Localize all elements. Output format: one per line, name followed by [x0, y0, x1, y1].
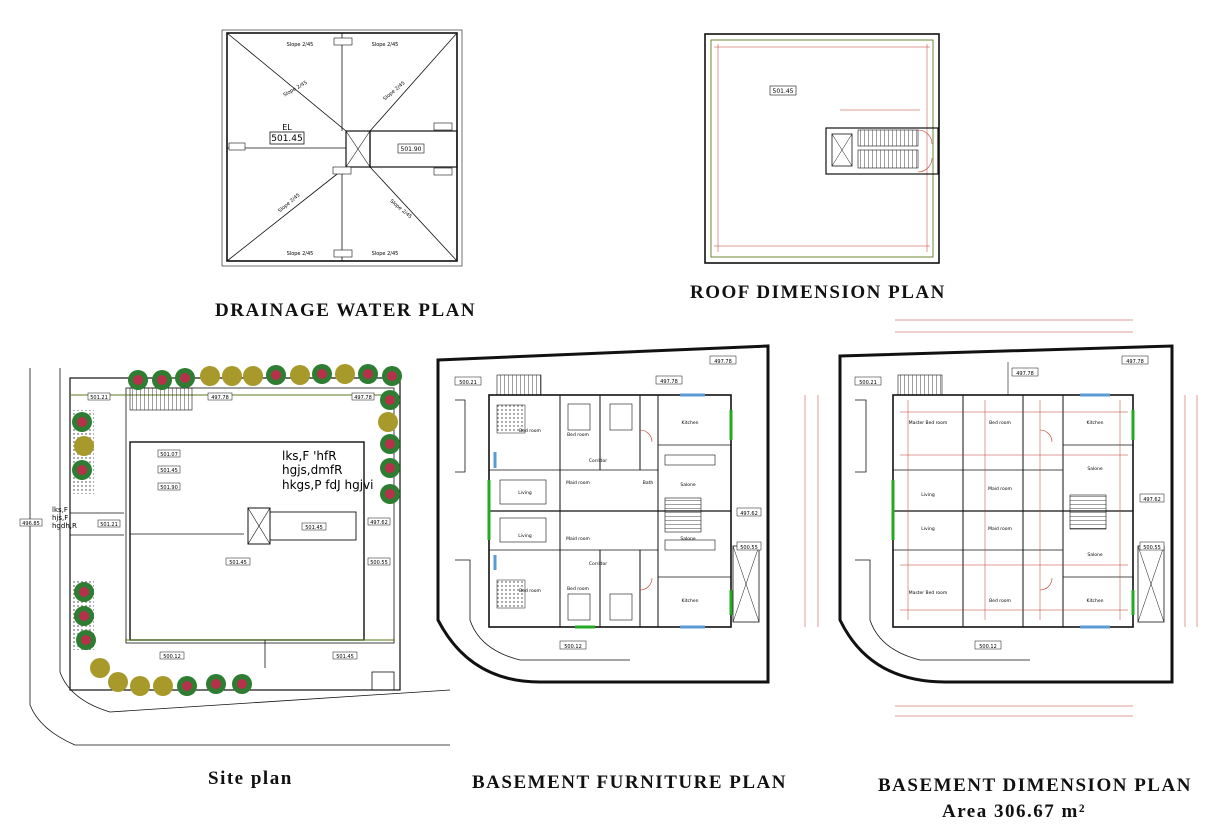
site-note-line: hgjs,dmfR	[282, 463, 343, 477]
site-plan-title: Site plan	[208, 768, 293, 789]
room-label: Salone	[680, 536, 695, 542]
drainage-plan-title: DRAINAGE WATER PLAN	[215, 300, 477, 321]
room-label: Bed room	[989, 420, 1011, 426]
drainage-level-label: EL	[282, 123, 292, 132]
room-label: Salone	[680, 482, 695, 488]
trees-bottom	[90, 658, 252, 696]
room-label: Maid room	[566, 536, 590, 542]
slope-label: Slope 2/45	[277, 192, 301, 214]
room-label: Bed room	[989, 598, 1011, 604]
drainage-level-value: 501.45	[271, 134, 303, 144]
level-tag: 501.90	[160, 485, 178, 491]
level-tag: 501.45	[160, 468, 178, 474]
room-label: Bath	[643, 480, 654, 486]
room-label: Living	[518, 490, 532, 496]
level-tag: 500.12	[163, 654, 181, 660]
slope-label: Slope 2/45	[287, 251, 314, 257]
room-label: Bed room	[519, 588, 541, 594]
site-side-note: hjs,F	[52, 514, 68, 522]
room-label: Salone	[1087, 466, 1102, 472]
level-tag: 497.62	[1143, 497, 1161, 503]
level-tag: 500.55	[370, 560, 388, 566]
roof-level-value: 501.45	[773, 88, 794, 95]
level-tag: 501.21	[90, 395, 108, 401]
level-tag: 500.55	[1143, 545, 1161, 551]
dimension-plan-title: BASEMENT DIMENSION PLAN	[878, 775, 1192, 796]
trees-right	[378, 390, 400, 504]
roof-plan-title: ROOF DIMENSION PLAN	[690, 282, 946, 303]
level-tag: 501.07	[160, 452, 178, 458]
room-label: Bed room	[567, 586, 589, 592]
level-tag: 497.62	[740, 511, 758, 517]
trees-left	[72, 412, 96, 650]
level-tag: 501.45	[305, 525, 323, 531]
drainage-plan: EL 501.45 501.90 Slope 2/45 Slope 2/45 S…	[221, 29, 463, 267]
level-tag: 497.78	[660, 379, 678, 385]
trees-top	[128, 364, 402, 390]
level-tag: 500.55	[740, 545, 758, 551]
slope-label: Slope 2/45	[372, 251, 399, 257]
level-tag: 501.21	[100, 522, 118, 528]
level-tag: 497.78	[354, 395, 372, 401]
room-label: Salone	[1087, 552, 1102, 558]
furniture-plan-title: BASEMENT FURNITURE PLAN	[472, 772, 787, 793]
level-tag: 500.12	[979, 644, 997, 650]
drainage-box-value: 501.90	[401, 146, 422, 153]
room-label: Maid room	[988, 486, 1012, 492]
room-label: Kitchen	[682, 420, 699, 426]
room-label: Kitchen	[1087, 598, 1104, 604]
slope-label: Slope 2/45	[382, 80, 406, 102]
site-note-line: lks,F 'hfR	[282, 449, 337, 463]
room-label: Maid room	[988, 526, 1012, 532]
level-tag: 497.78	[211, 395, 229, 401]
room-label: Master Bed room	[909, 420, 948, 426]
room-label: Living	[921, 526, 935, 532]
room-label: Kitchen	[682, 598, 699, 604]
room-label: Corridor	[589, 561, 607, 567]
level-tag: 497.62	[370, 520, 388, 526]
level-tag: 501.45	[336, 654, 354, 660]
level-tag: 497.78	[1126, 359, 1144, 365]
slope-label: Slope 2/45	[282, 80, 308, 99]
site-side-note: lks,F	[52, 506, 68, 514]
level-tag: 500.21	[859, 380, 877, 386]
room-label: Bed room	[519, 428, 541, 434]
room-label: Living	[518, 533, 532, 539]
level-tag: 500.21	[459, 380, 477, 386]
room-label: Kitchen	[1087, 420, 1104, 426]
site-side-note: hgdh,R	[52, 522, 77, 530]
level-tag: 500.12	[564, 644, 582, 650]
room-label: Corridor	[589, 458, 607, 464]
room-label: Maid room	[566, 480, 590, 486]
area-label: Area 306.67 m²	[942, 801, 1087, 822]
site-note-line: hkgs,P fdJ hgjvi	[282, 478, 373, 492]
level-tag: 496.85	[22, 521, 40, 527]
basement-dimension-plan: 500.21 497.78 497.78 497.62 500.55 500.1…	[804, 319, 1198, 717]
slope-label: Slope 2/45	[287, 42, 314, 48]
basement-furniture-plan: 500.21 497.78 497.78 497.62 500.55 500.1…	[436, 344, 770, 684]
level-tag: 497.78	[714, 359, 732, 365]
room-label: Living	[921, 492, 935, 498]
level-tag: 501.45	[229, 560, 247, 566]
site-plan: 501.21 497.78 497.78 501.21 497.62 500.5…	[19, 364, 451, 746]
room-label: Master Bed room	[909, 590, 948, 596]
roof-plan: 501.45	[704, 33, 940, 264]
slope-label: Slope 2/45	[372, 42, 399, 48]
room-label: Bed room	[567, 432, 589, 438]
level-tag: 497.78	[1016, 371, 1034, 377]
